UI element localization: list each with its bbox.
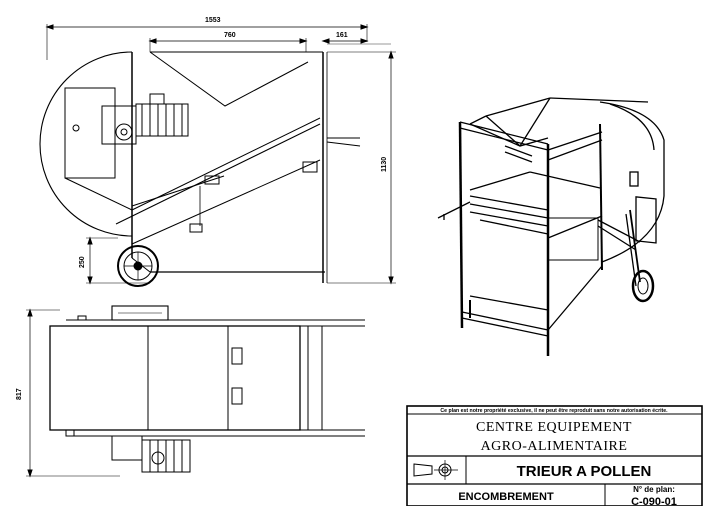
company-name-line1: CENTRE EQUIPEMENT xyxy=(476,420,632,435)
title-block xyxy=(406,405,703,506)
view-name: ENCOMBREMENT xyxy=(458,491,554,503)
plan-number-label: N° de plan: xyxy=(633,485,675,494)
plan-view xyxy=(26,305,365,478)
ownership-notice: Ce plan est notre propriété exclusive, i… xyxy=(440,408,668,414)
dim-height: 1130 xyxy=(381,157,388,172)
product-title: TRIEUR A POLLEN xyxy=(517,463,652,480)
dim-overhang: 161 xyxy=(336,32,348,39)
isometric-view xyxy=(437,97,665,356)
plan-number: C-090-01 xyxy=(631,496,677,506)
dim-overall-length: 1553 xyxy=(205,17,221,24)
dim-wheel-height: 250 xyxy=(79,256,86,268)
dim-hopper-width: 760 xyxy=(224,32,236,39)
side-elevation-view xyxy=(39,24,396,287)
company-name-line2: AGRO-ALIMENTAIRE xyxy=(481,439,628,454)
dim-depth: 817 xyxy=(16,388,23,400)
